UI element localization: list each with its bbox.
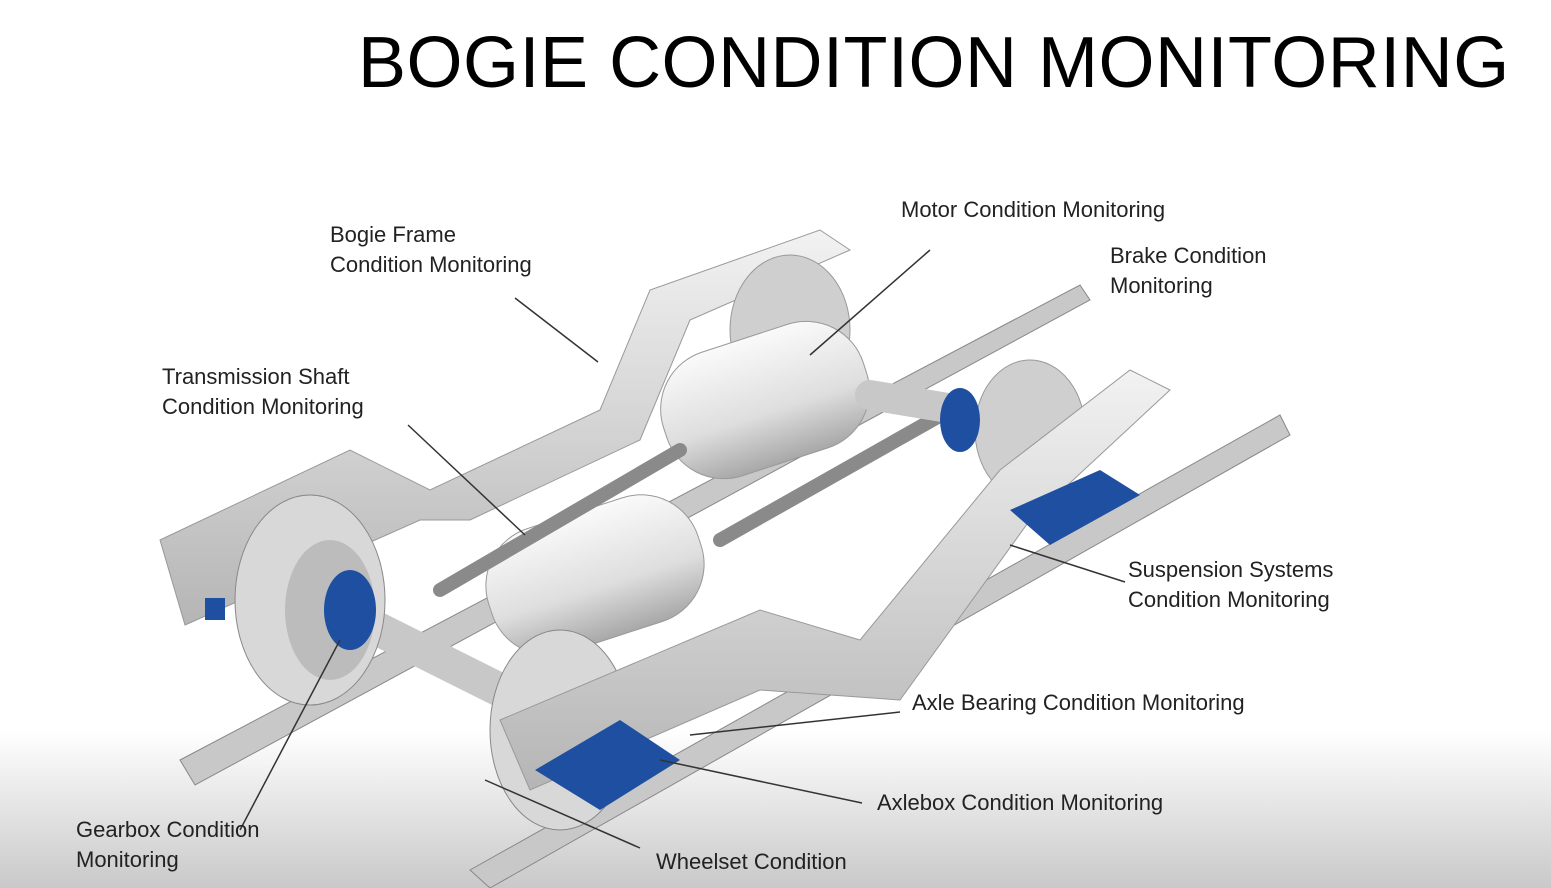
label-wheelset: Wheelset Condition — [656, 847, 847, 877]
page-title: BOGIE CONDITION MONITORING — [358, 23, 1510, 103]
label-line: Transmission Shaft — [162, 364, 350, 389]
label-line: Motor Condition Monitoring — [901, 197, 1166, 222]
label-motor: Motor Condition Monitoring — [901, 195, 1165, 225]
axleboxes — [205, 470, 1140, 810]
label-axlebox: Axlebox Condition Monitoring — [877, 788, 1163, 818]
label-line: Bogie Frame — [330, 222, 456, 247]
leader-lines — [239, 249, 1126, 849]
label-line: Condition Monitoring — [330, 252, 532, 277]
label-axle-bearing: Axle Bearing Condition Monitoring — [912, 688, 1245, 718]
label-line: Axlebox Condition Monitoring — [877, 790, 1164, 815]
label-line: Suspension Systems — [1128, 557, 1334, 582]
label-line: Monitoring — [1110, 273, 1213, 298]
label-line: Axle Bearing Condition Monitoring — [912, 690, 1245, 715]
label-line: Brake Condition — [1110, 243, 1267, 268]
label-line: Condition Monitoring — [162, 394, 364, 419]
bogie-frame-front — [499, 369, 1171, 791]
label-line: Monitoring — [76, 847, 179, 872]
label-line: Gearbox Condition — [76, 817, 260, 842]
label-line: Wheelset Condition — [656, 849, 847, 874]
background-gradient — [0, 730, 1551, 888]
label-line: Condition Monitoring — [1128, 587, 1330, 612]
